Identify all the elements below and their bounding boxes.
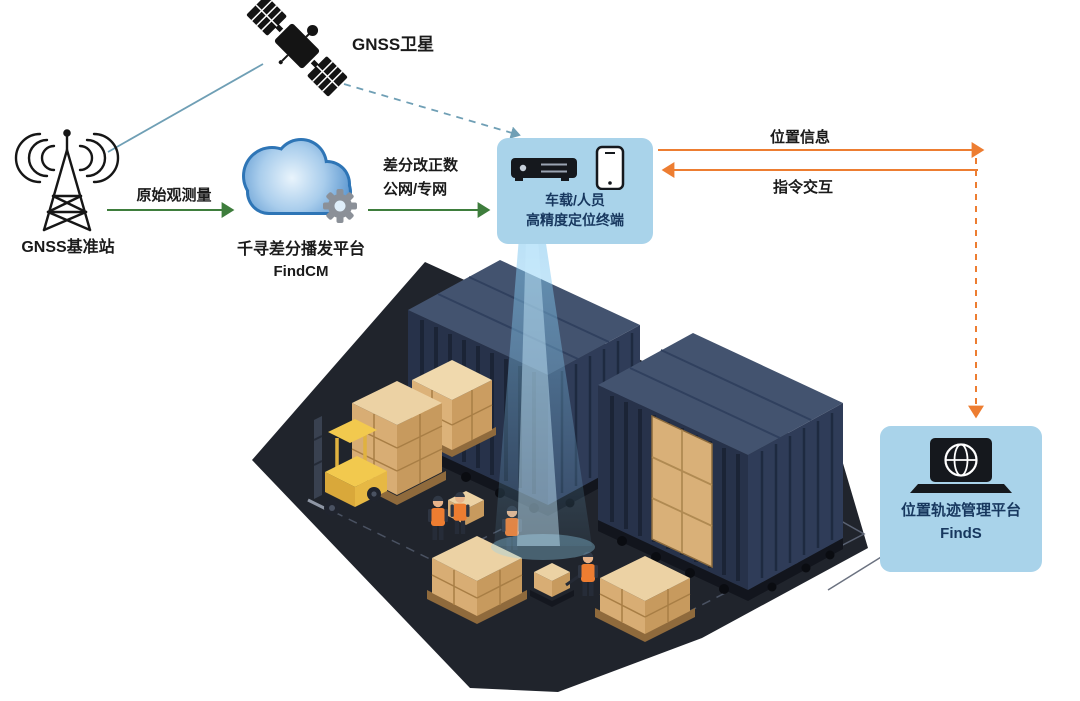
receiver-icon [511, 158, 577, 181]
management-platform-name: FindS [940, 524, 982, 542]
satellite-label: GNSS卫星 [352, 35, 435, 54]
command-interaction-label: 指令交互 [772, 179, 833, 196]
cloud-platform-title: 千寻差分播发平台 [236, 241, 365, 258]
callout-platform-to-scene [827, 553, 887, 591]
correction-label-line2: 公网/专网 [383, 181, 448, 198]
receiver-and-phone-icon [511, 145, 625, 190]
globe-icon [944, 443, 978, 477]
shipping-container-right [598, 333, 843, 601]
positioning-beam [491, 237, 595, 560]
link-base-to-satellite [107, 63, 264, 153]
satellite-icon [246, 0, 348, 97]
container-open-door-cargo [651, 414, 713, 569]
position-info-label: 位置信息 [769, 129, 830, 146]
terminal-label-line2: 高精度定位终端 [526, 212, 624, 229]
laptop-globe-icon [910, 438, 1012, 493]
management-platform-title: 位置轨迹管理平台 [900, 502, 1021, 519]
smartphone-icon [595, 145, 625, 190]
correction-label-line1: 差分改正数 [383, 157, 459, 174]
cloud-gear-icon [242, 138, 357, 223]
link-satellite-to-terminal [343, 83, 521, 139]
raw-observation-label: 原始观测量 [136, 187, 212, 204]
cloud-platform-name: FindCM [273, 263, 329, 280]
management-platform-panel: 位置轨迹管理平台 FindS [880, 426, 1042, 572]
antenna-tower-icon [14, 129, 120, 232]
forklift [307, 416, 387, 516]
terminal-panel: 车载/人员 高精度定位终端 [497, 138, 653, 244]
gear-icon [323, 189, 357, 223]
diagram-connectors [107, 63, 985, 591]
pallet-right [595, 556, 695, 642]
warehouse-scene [252, 237, 868, 692]
pallet-center [427, 536, 527, 624]
base-station-label: GNSS基准站 [21, 239, 115, 256]
terminal-label-line1: 车载/人员 [545, 192, 605, 208]
